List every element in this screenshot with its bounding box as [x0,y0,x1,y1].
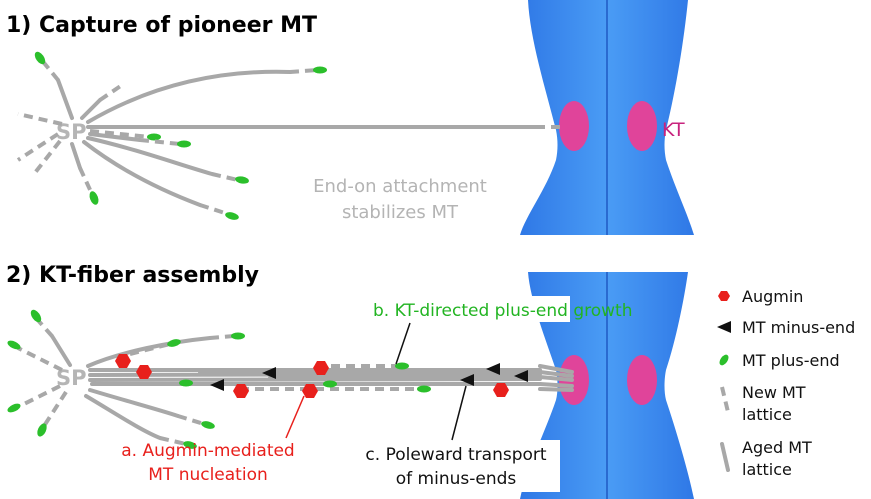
legend-minus-end: MT minus-end [742,318,855,337]
panel2-augmin [115,354,509,398]
legend-aged-lattice-line2: lattice [742,460,792,479]
panel2-microtubules [17,316,235,446]
annotation-c-bg [352,440,560,492]
legend-minus-end-arrow-icon [717,321,731,333]
annotation-a-line2: MT nucleation [148,465,268,485]
panel2-plus-ends [7,309,431,449]
annotation-b-pointer [395,322,411,365]
attachment-note-line1: End-on attachment [313,176,487,197]
plus-end [235,176,249,184]
kinetochore-right-1 [627,101,657,151]
annotation-b: b. KT-directed plus-end growth [373,301,633,321]
legend-augmin-marker [718,291,730,301]
plus-end [177,140,191,148]
legend-augmin: Augmin [742,287,803,306]
annotation-a-line1: a. Augmin-mediated [121,441,294,461]
plus-end [34,51,46,65]
panel2-minus-ends [210,363,528,391]
legend: Augmin MT minus-end MT plus-end New MT l… [717,287,855,479]
kinetochore-left-1 [559,101,589,151]
panel2-title: 2) KT-fiber assembly [6,263,259,288]
legend-plus-end: MT plus-end [742,351,840,370]
panel1-title: 1) Capture of pioneer MT [6,13,317,38]
legend-new-lattice-line2: lattice [742,405,792,424]
kt-label: KT [662,119,685,141]
annotation-b-bg [370,296,570,322]
plus-end [89,191,99,205]
annotation-c-pointer [451,385,467,441]
legend-new-lattice-line1: New MT [742,383,806,402]
legend-plus-end-marker [719,354,729,366]
plus-end [313,66,327,74]
annotation-a-pointer [285,395,305,439]
legend-new-lattice-marker [720,386,730,413]
legend-aged-lattice-line1: Aged MT [742,438,812,457]
panel1-microtubules [16,51,327,220]
kt-fiber-bundle [88,342,574,392]
legend-aged-lattice-marker [720,442,730,472]
plus-end [225,212,239,220]
plus-end [147,133,161,141]
annotation-c-line2: of minus-ends [396,469,517,489]
attachment-note-line2: stabilizes MT [342,202,459,223]
annotation-c-line1: c. Poleward transport [365,445,546,465]
kinetochore-right-2 [627,355,657,405]
